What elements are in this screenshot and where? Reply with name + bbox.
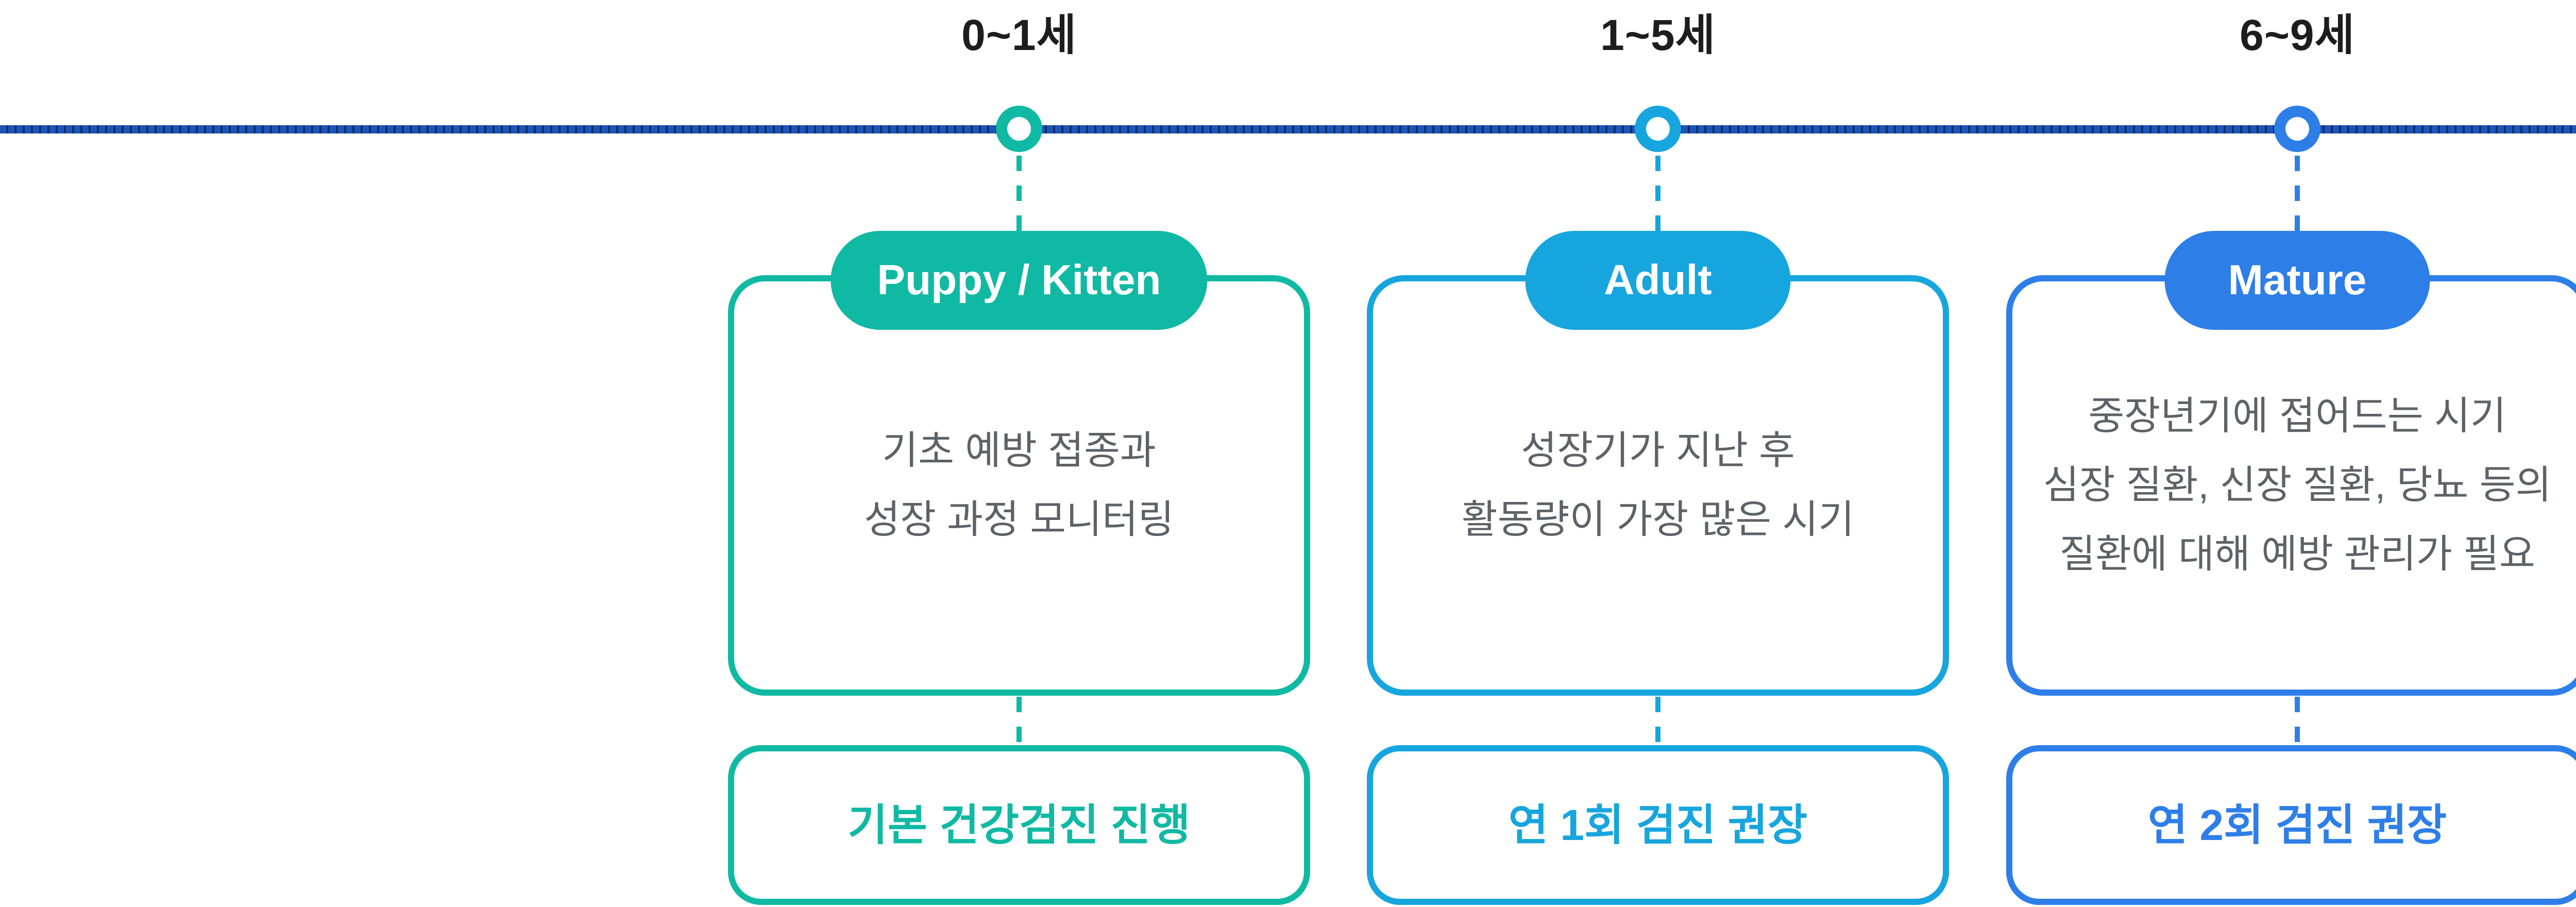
stage-description-card: 성장기가 지난 후 활동량이 가장 많은 시기	[1367, 275, 1949, 696]
stage-badge: Adult	[1525, 231, 1791, 330]
description-line: 활동량이 가장 많은 시기	[1461, 498, 1855, 542]
age-label: 0~1세	[961, 11, 1077, 59]
age-label: 6~9세	[2240, 11, 2355, 59]
connector-dot-to-badge	[1655, 156, 1660, 231]
connector-dot-to-badge	[1016, 156, 1022, 231]
connector-dot-to-badge	[2295, 156, 2300, 231]
stage-description-card: 기초 예방 접종과 성장 과정 모니터링	[728, 275, 1310, 696]
connector-card-to-recommendation	[1016, 697, 1022, 744]
timeline-line	[0, 125, 2576, 133]
description-line: 기초 예방 접종과	[882, 429, 1156, 473]
age-label: 1~5세	[1600, 11, 1716, 59]
timeline-dot	[1635, 106, 1681, 152]
stage-badge-label: Adult	[1604, 257, 1712, 304]
description-line: 심장 질환, 신장 질환, 당뇨 등의	[2043, 463, 2552, 507]
stage-badge: Puppy / Kitten	[831, 231, 1208, 330]
timeline-dot-core	[1646, 117, 1670, 141]
timeline-dot	[996, 106, 1042, 152]
description-line: 질환에 대해 예방 관리가 필요	[2059, 532, 2535, 576]
timeline-dot	[2274, 106, 2320, 152]
stage-column-mature: 6~9세 Mature 중장년기에 접어드는 시기 심장 질환, 신장 질환, …	[2006, 0, 2576, 907]
recommendation-card: 연 2회 검진 권장	[2006, 745, 2576, 905]
timeline-dot-core	[1007, 117, 1031, 141]
stage-description-card: 중장년기에 접어드는 시기 심장 질환, 신장 질환, 당뇨 등의 질환에 대해…	[2006, 275, 2576, 696]
recommendation-card: 기본 건강검진 진행	[728, 745, 1310, 905]
description-line: 중장년기에 접어드는 시기	[2088, 394, 2506, 438]
recommendation-card: 연 1회 검진 권장	[1367, 745, 1949, 905]
recommendation-line: 연 1회 검진 권장	[1508, 801, 1808, 849]
recommendation-line: 기본 건강검진 진행	[848, 801, 1191, 849]
stage-column-adult: 1~5세 Adult 성장기가 지난 후 활동량이 가장 많은 시기 연 1회 …	[1367, 0, 1949, 907]
stage-badge-label: Puppy / Kitten	[877, 257, 1161, 304]
timeline-dot-core	[2285, 117, 2309, 141]
stage-column-puppy-kitten: 0~1세 Puppy / Kitten 기초 예방 접종과 성장 과정 모니터링…	[728, 0, 1310, 907]
connector-card-to-recommendation	[2295, 697, 2300, 744]
connector-card-to-recommendation	[1655, 697, 1660, 744]
stage-badge: Mature	[2164, 231, 2430, 330]
recommendation-line: 연 2회 검진 권장	[2147, 801, 2447, 849]
stage-badge-label: Mature	[2228, 257, 2367, 304]
description-line: 성장기가 지난 후	[1521, 429, 1795, 473]
description-line: 성장 과정 모니터링	[864, 498, 1174, 542]
